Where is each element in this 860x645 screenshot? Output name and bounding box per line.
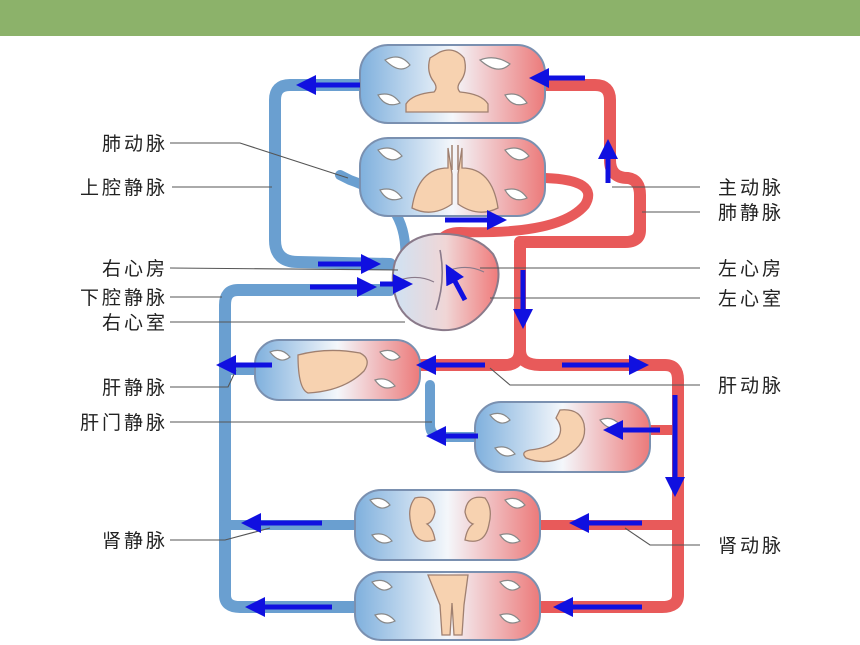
kidney-capillary-bed: [354, 489, 541, 561]
label-aorta: 主动脉: [718, 177, 784, 199]
aorta-up-vessel: [514, 79, 646, 248]
legs-capillary-bed: [354, 571, 541, 641]
header-bar: [0, 0, 860, 36]
head-capillary-bed: [359, 44, 546, 124]
head-icon: [405, 49, 489, 113]
portal-vein-vessel: [425, 380, 485, 442]
heart: [391, 232, 500, 332]
label-right-atrium: 右心房: [102, 258, 168, 280]
stomach-icon: [523, 409, 586, 463]
label-renal-vein: 肾静脉: [102, 530, 168, 552]
label-right-ventricle: 右心室: [102, 312, 168, 334]
lungs-icon: [411, 147, 499, 213]
label-superior-vena-cava: 上腔静脉: [80, 177, 168, 199]
label-inferior-vena-cava: 下腔静脉: [80, 287, 168, 309]
vena-upper-body: [269, 79, 396, 270]
label-left-atrium: 左心房: [718, 258, 784, 280]
inferior-vena-cava-vessel: [219, 284, 396, 613]
label-hepatic-portal-vein: 肝门静脉: [80, 412, 168, 434]
aorta-trunk-vessel: [514, 344, 684, 613]
lung-capillary-bed: [359, 137, 546, 217]
label-hepatic-vein: 肝静脉: [102, 377, 168, 399]
legs-icon: [427, 574, 469, 636]
label-hepatic-artery: 肝动脉: [718, 375, 784, 397]
label-renal-artery: 肾动脉: [718, 535, 784, 557]
liver-icon: [297, 349, 368, 394]
liver-capillary-bed: [254, 339, 421, 401]
flow-arrows: [216, 68, 685, 617]
labels-right: 主动脉 肺静脉 左心房 左心室 肝动脉 肾动脉: [718, 177, 784, 557]
label-pulmonary-artery: 肺动脉: [102, 133, 168, 155]
labels-left: 肺动脉 上腔静脉 右心房 下腔静脉 右心室 肝静脉 肝门静脉 肾静脉: [80, 133, 168, 552]
flow-arrow: [445, 264, 468, 302]
label-left-ventricle: 左心室: [718, 288, 784, 310]
stomach-capillary-bed: [474, 401, 651, 473]
kidneys-icon: [409, 496, 491, 542]
label-pulmonary-vein: 肺静脉: [718, 202, 784, 224]
